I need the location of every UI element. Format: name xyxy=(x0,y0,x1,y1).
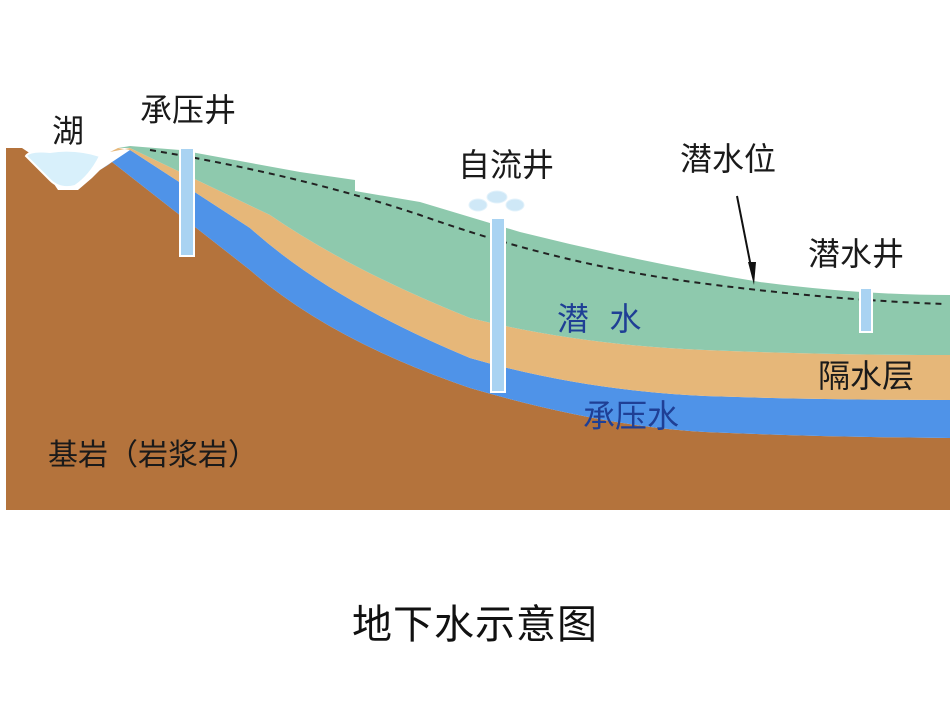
bedrock-layer xyxy=(6,148,950,510)
confined-well xyxy=(179,147,195,257)
artesian-fountain xyxy=(468,190,525,212)
water-table-label: 潜水位 xyxy=(680,140,776,178)
lake xyxy=(24,149,102,189)
water-table-arrow xyxy=(736,195,756,285)
artesian-well xyxy=(490,217,506,393)
confined-well-label: 承压井 xyxy=(140,91,236,129)
confined-aquifer-layer xyxy=(100,150,950,438)
artesian-well-label: 自流井 xyxy=(458,146,554,184)
diagram-caption: 地下水示意图 xyxy=(352,602,598,648)
confined-water-label: 承压水 xyxy=(583,397,679,435)
aquiclude-label: 隔水层 xyxy=(818,357,914,395)
water-table-line xyxy=(149,149,946,305)
aquiclude-layer xyxy=(110,148,950,400)
bedrock-label: 基岩（岩浆岩） xyxy=(48,438,258,473)
phreatic-water-label: 潜 水 xyxy=(557,300,641,338)
phreatic-well-label: 潜水井 xyxy=(808,235,904,273)
lake-label: 湖 xyxy=(52,112,84,150)
phreatic-well xyxy=(859,287,873,333)
